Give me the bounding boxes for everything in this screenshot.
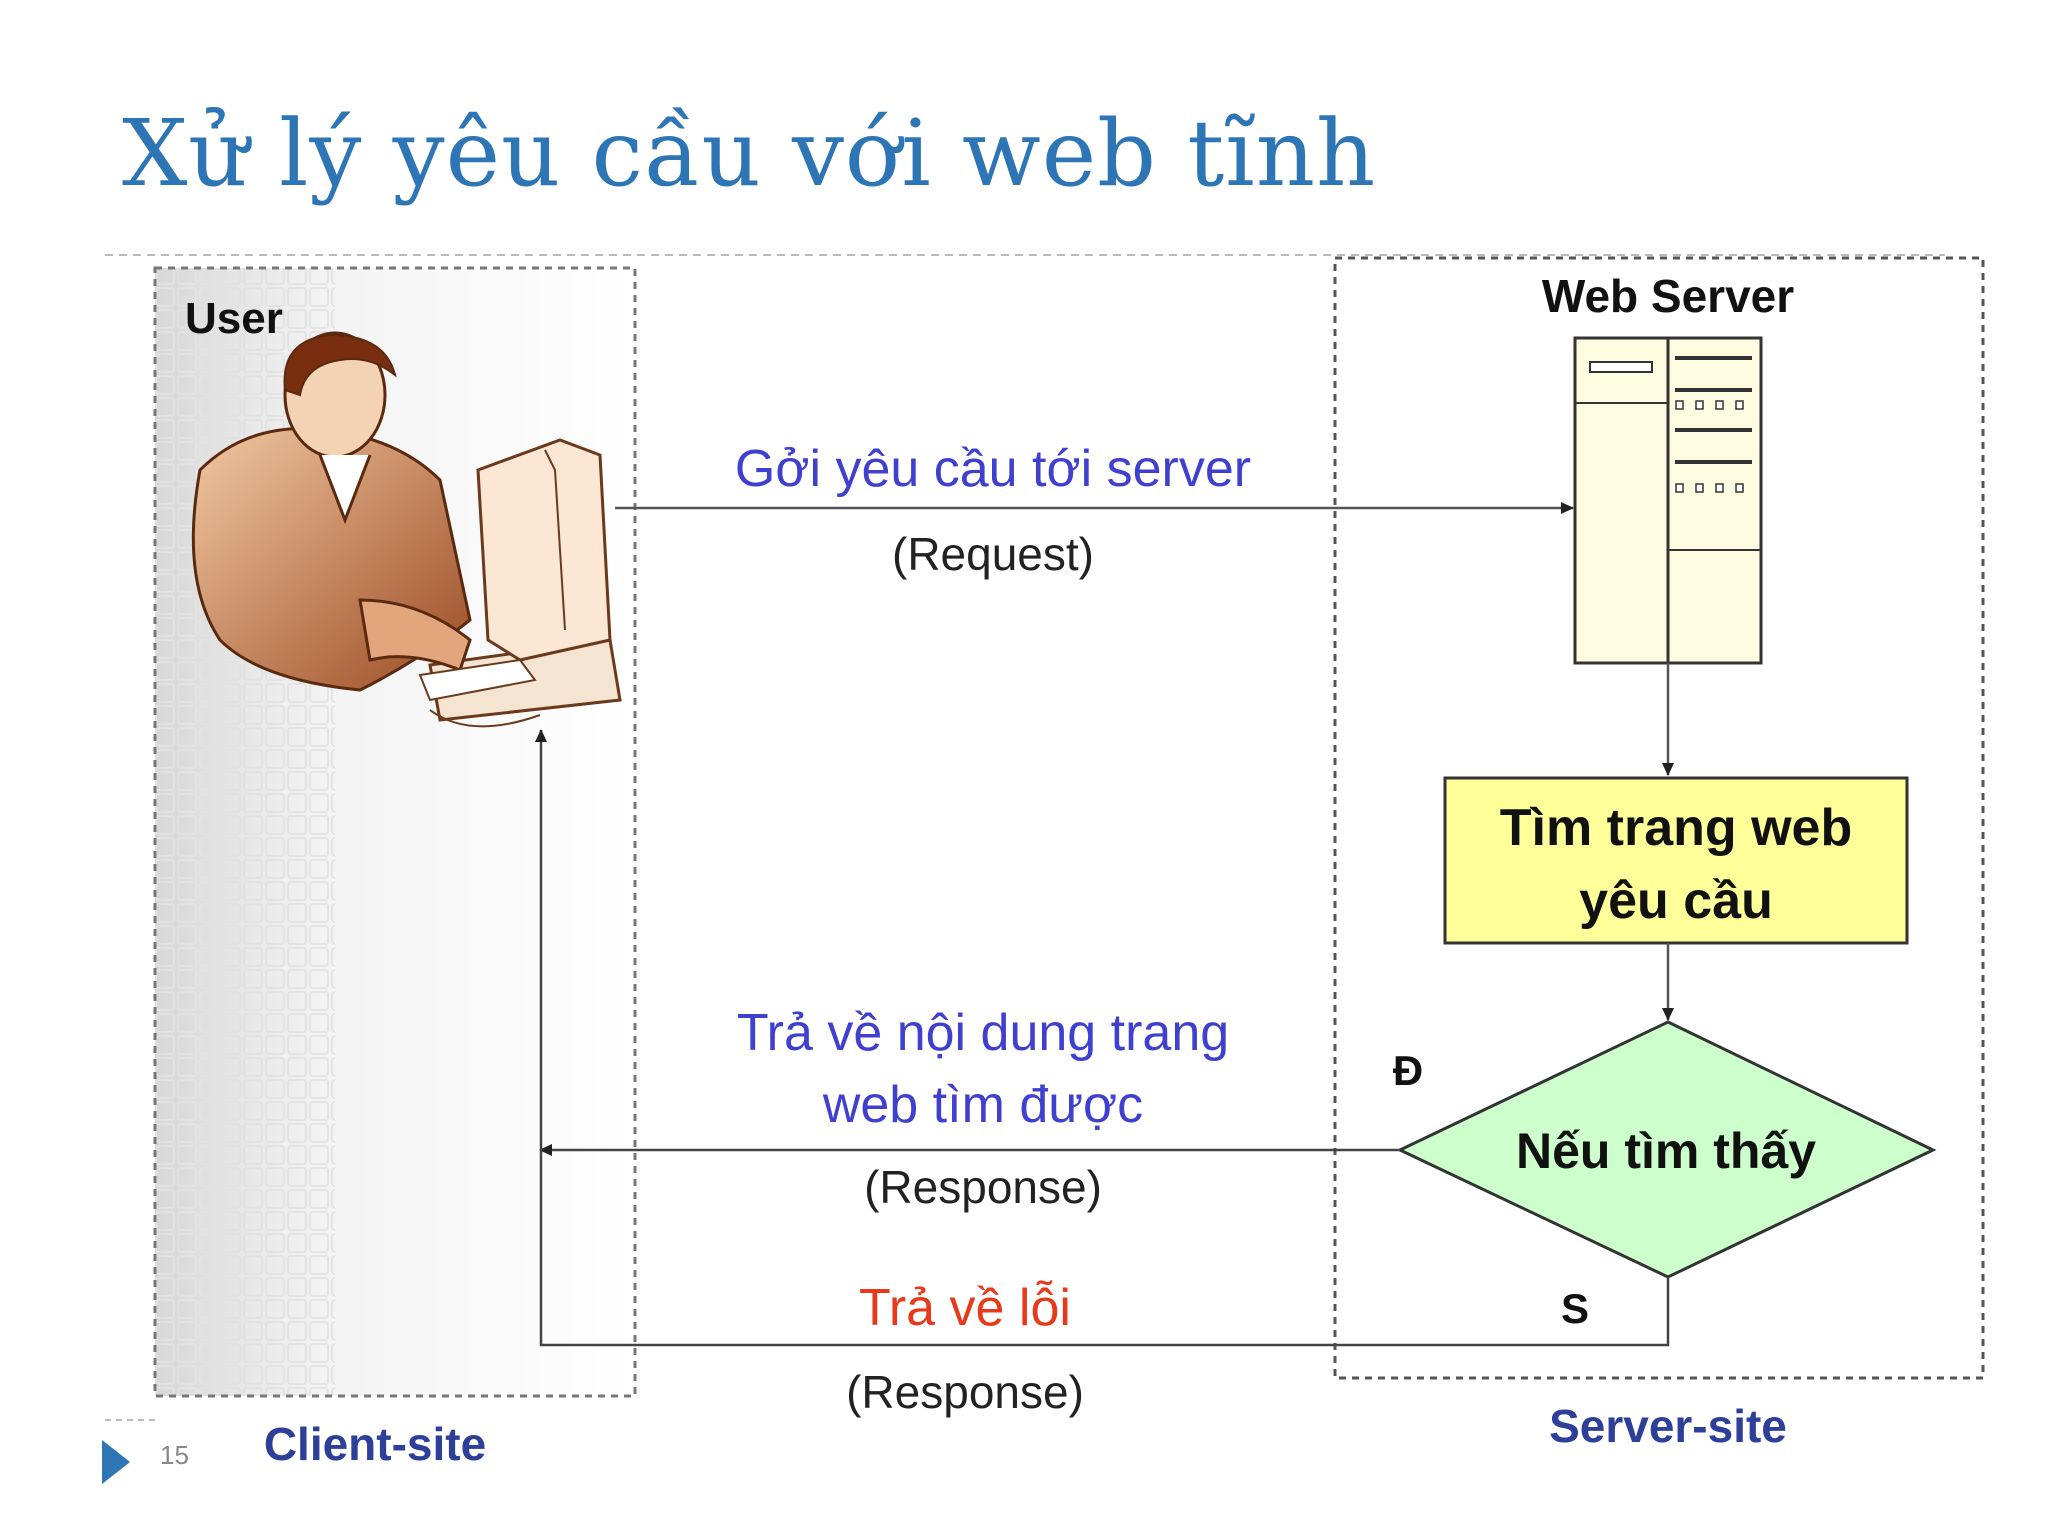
slide-page-number: 15 xyxy=(160,1440,189,1470)
server-site-label: Server-site xyxy=(1549,1400,1787,1452)
response-found-sub: (Response) xyxy=(864,1161,1102,1213)
slide-bullet-icon xyxy=(102,1440,130,1484)
find-page-line2: yêu cầu xyxy=(1579,872,1773,930)
client-site-label: Client-site xyxy=(264,1418,486,1470)
web-server-icon xyxy=(1573,336,1763,665)
find-page-box xyxy=(1443,776,1909,945)
user-illustration xyxy=(191,331,622,728)
response-error-path xyxy=(539,1150,1670,1347)
slide-title: Xử lý yêu cầu với web tĩnh xyxy=(122,100,1377,207)
request-label: Gởi yêu cầu tới server xyxy=(735,440,1251,498)
web-server-label: Web Server xyxy=(1542,270,1794,322)
request-sub-label: (Request) xyxy=(892,528,1094,580)
user-label: User xyxy=(185,294,283,343)
decision-label: Nếu tìm thấy xyxy=(1516,1123,1816,1179)
yes-label: Đ xyxy=(1393,1047,1423,1094)
response-found-line1: Trả về nội dung trang xyxy=(737,1004,1229,1062)
client-site-region xyxy=(153,266,637,1398)
response-found-line2: web tìm được xyxy=(822,1076,1143,1134)
no-label: S xyxy=(1561,1285,1589,1332)
response-error-sub: (Response) xyxy=(846,1366,1084,1418)
find-page-line1: Tìm trang web xyxy=(1500,799,1852,857)
response-error-label: Trả về lỗi xyxy=(859,1279,1071,1337)
